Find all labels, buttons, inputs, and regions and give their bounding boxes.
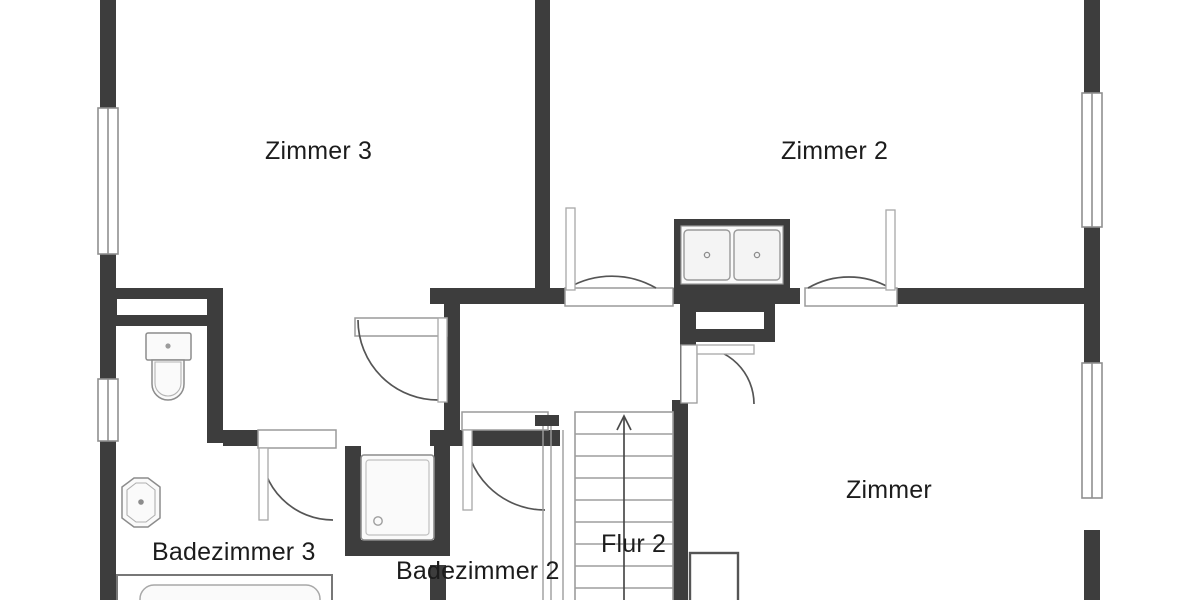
walls-group [100, 0, 1100, 600]
wall-partition-center-top [535, 0, 550, 295]
doors-group [257, 207, 898, 521]
room-label-zimmer-3: Zimmer 3 [265, 137, 373, 165]
wall-exterior-right-b [1084, 225, 1100, 365]
wall-bad2-left [345, 446, 361, 556]
fixture-shower-tray [360, 454, 435, 541]
staircase-direction-arrow [616, 414, 632, 600]
room-label-zimmer: Zimmer [846, 476, 932, 504]
window-right-middle [1081, 362, 1103, 499]
window-right-upper [1081, 92, 1103, 228]
wall-corridor-top-mid [670, 288, 800, 304]
fixture-wash-basin [121, 477, 161, 528]
fixture-staircase [535, 411, 674, 600]
wall-exterior-right-a [1084, 0, 1100, 95]
door-corridor-left[interactable] [354, 317, 448, 403]
fixture-bathtub [116, 574, 333, 600]
wall-corridor-left [444, 304, 460, 432]
wall-exterior-right-c [1084, 530, 1100, 600]
fixtures-group [116, 219, 790, 600]
room-label-zimmer-2: Zimmer 2 [781, 137, 889, 165]
wall-bad3-right-vert [207, 288, 223, 443]
wall-flur-right [672, 400, 688, 600]
fixture-double-sink [674, 219, 790, 290]
door-closet-lower[interactable] [680, 344, 755, 405]
room-label-flur-2: Flur 2 [601, 530, 667, 558]
windows-group [97, 92, 1103, 499]
wall-bad2-right [434, 446, 450, 556]
wall-exterior-left-c [100, 440, 116, 600]
window-left-upper [97, 107, 119, 255]
door-badezimmer2[interactable] [461, 411, 549, 511]
wall-corridor-top-right [893, 288, 1088, 304]
door-zimmer2[interactable] [804, 209, 898, 307]
fixture-toilet [145, 332, 192, 401]
wall-closet-niche [692, 312, 764, 329]
wall-corridor-top-left [430, 288, 565, 304]
wall-bad2-bottom [345, 540, 450, 556]
wall-exterior-left-a [100, 0, 116, 110]
door-zimmer3[interactable] [564, 207, 674, 307]
window-left-middle [97, 378, 119, 442]
wall-bad3-top-niche [117, 299, 207, 315]
door-badezimmer3[interactable] [257, 429, 337, 521]
wall-stub-bottom-center [430, 565, 446, 600]
wall-bad-divider-b [430, 430, 560, 446]
room-label-badezimmer-3: Badezimmer 3 [152, 538, 316, 566]
room-label-badezimmer-2: Badezimmer 2 [396, 557, 560, 585]
fixture-bottom-box [688, 551, 740, 600]
